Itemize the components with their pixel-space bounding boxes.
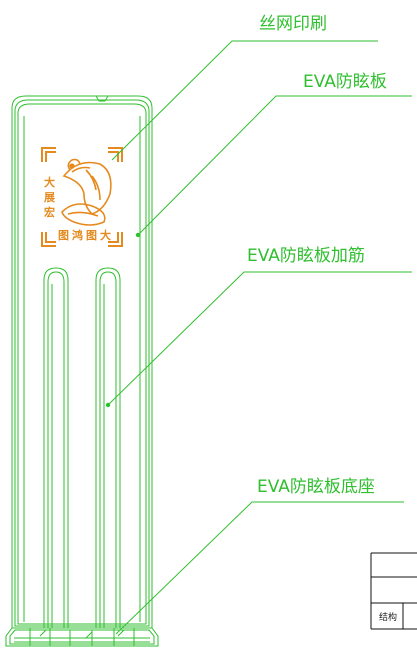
logo-char-7: 大 bbox=[100, 229, 111, 242]
leader-eva-base bbox=[115, 501, 404, 635]
eva-panel-base bbox=[5, 627, 159, 647]
label-eva-base: EVA防眩板底座 bbox=[257, 477, 375, 497]
label-silk-screen: 丝网印刷 bbox=[259, 14, 327, 34]
label-eva-rib: EVA防眩板加筋 bbox=[247, 246, 365, 266]
logo-char-4: 图 bbox=[58, 229, 69, 242]
logo-frame bbox=[41, 147, 123, 247]
title-block bbox=[370, 552, 417, 630]
logo-char-2: 展 bbox=[44, 191, 55, 204]
leader-eva-panel bbox=[137, 95, 412, 236]
eva-panel-outline bbox=[11, 95, 153, 629]
label-eva-panel: EVA防眩板 bbox=[303, 72, 387, 92]
carp-logo bbox=[61, 158, 112, 226]
leader-dot-eva-rib bbox=[105, 402, 111, 408]
leader-eva-rib bbox=[107, 271, 412, 406]
leader-dot-eva-panel bbox=[135, 232, 141, 238]
title-block-structure-label: 结构 bbox=[379, 613, 398, 623]
logo-char-3: 宏 bbox=[44, 206, 55, 219]
logo-char-6: 图 bbox=[86, 229, 97, 242]
leader-silk-screen bbox=[111, 40, 378, 161]
logo-char-5: 鸿 bbox=[72, 229, 83, 242]
logo-char-1: 大 bbox=[44, 176, 55, 189]
eva-rib-slots bbox=[43, 267, 121, 628]
